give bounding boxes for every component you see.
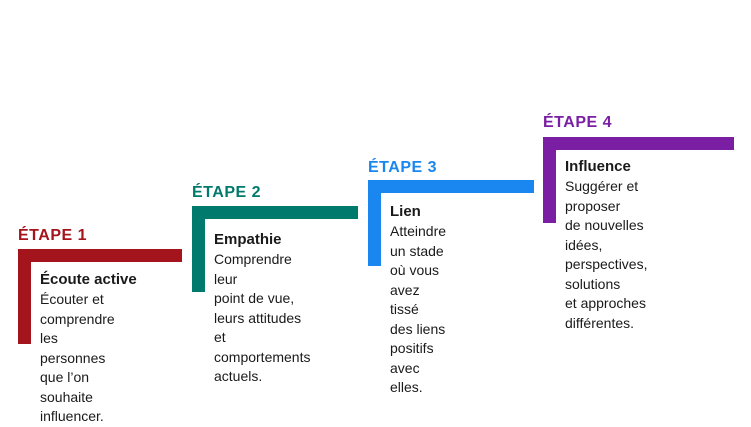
step-1-label: ÉTAPE 1 bbox=[18, 227, 87, 244]
step-4-title: Influence bbox=[565, 158, 631, 175]
step-3-title: Lien bbox=[390, 203, 421, 220]
step-2-label: ÉTAPE 2 bbox=[192, 184, 261, 201]
step-2-bar-vertical bbox=[192, 206, 205, 292]
step-4-bar-horizontal bbox=[543, 137, 734, 150]
step-3-description: Atteindre un stade où vous avez tissé de… bbox=[390, 223, 447, 395]
step-4-bar-vertical bbox=[543, 137, 556, 223]
step-2-title: Empathie bbox=[214, 231, 282, 248]
step-4-label: ÉTAPE 4 bbox=[543, 114, 612, 131]
step-4-description: Suggérer et proposer de nouvelles idées,… bbox=[565, 178, 648, 331]
step-3-label: ÉTAPE 3 bbox=[368, 159, 437, 176]
step-3-bar-vertical bbox=[368, 180, 381, 266]
step-1-title: Écoute active bbox=[40, 271, 137, 288]
step-1-description: Écouter et comprendre les personnes que … bbox=[40, 291, 115, 424]
step-1-bar-vertical bbox=[18, 249, 31, 344]
step-2-description: Comprendre leur point de vue, leurs atti… bbox=[214, 251, 311, 384]
step-1-bar-horizontal bbox=[18, 249, 182, 262]
step-2-bar-horizontal bbox=[192, 206, 358, 219]
step-3-bar-horizontal bbox=[368, 180, 534, 193]
